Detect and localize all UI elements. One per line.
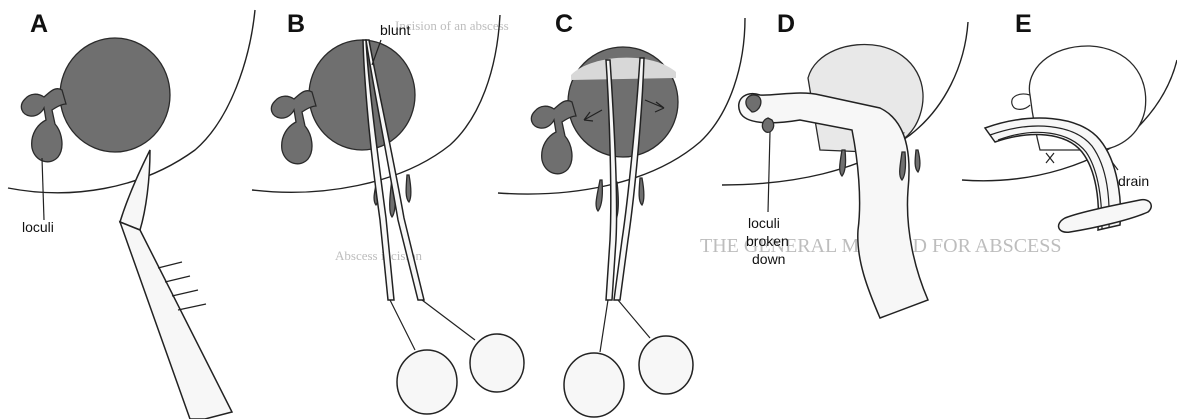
panel-d-label-down: down: [752, 251, 785, 267]
panel-d-label-loculi: loculi: [748, 215, 780, 231]
panel-e-letter: E: [1015, 10, 1032, 38]
scalpel: [120, 150, 232, 419]
panel-c: C: [498, 10, 745, 417]
panel-b-forceps-shank: [390, 300, 475, 350]
bleed-line-1: Incision of an abscess: [395, 18, 509, 33]
panel-d-letter: D: [777, 10, 795, 38]
panel-e-cavity-notch: [1012, 94, 1030, 109]
panel-a: A loculi: [8, 10, 255, 419]
panel-b-abscess: [309, 40, 415, 150]
panel-c-forceps-ring-left: [564, 353, 624, 417]
panel-d: D loculi broken down: [722, 10, 968, 318]
panel-a-loculi: [21, 89, 66, 162]
panel-c-letter: C: [555, 10, 573, 38]
panel-e-stitch: [1046, 153, 1054, 163]
panel-e-label-drain: drain: [1118, 173, 1149, 189]
scalpel-blade: [120, 150, 150, 230]
panel-d-label-broken: broken: [746, 233, 789, 249]
panel-d-loculi-leader: [768, 132, 770, 212]
panel-a-loculi-leader: [42, 158, 44, 220]
panel-c-forceps-ring-right: [639, 336, 693, 394]
panel-b-forceps-ring-right: [470, 334, 524, 392]
panel-b-label-blunt: blunt: [380, 22, 410, 38]
panel-a-label-loculi: loculi: [22, 219, 54, 235]
panel-c-pus-drops: [596, 178, 644, 221]
panel-c-forceps-shank: [600, 300, 650, 352]
panel-e: E drain: [962, 10, 1177, 232]
panel-a-letter: A: [30, 10, 48, 38]
panel-b-letter: B: [287, 10, 305, 38]
panel-a-abscess: [60, 38, 170, 152]
scalpel-handle: [120, 222, 232, 419]
panel-c-loculi: [531, 101, 576, 174]
panel-b-loculi: [271, 91, 316, 164]
panel-b-forceps-ring-left: [397, 350, 457, 414]
bleed-through-text: THE GENERAL METHOD FOR ABSCESS Incision …: [335, 18, 1062, 263]
panel-b: B blunt: [252, 10, 524, 414]
